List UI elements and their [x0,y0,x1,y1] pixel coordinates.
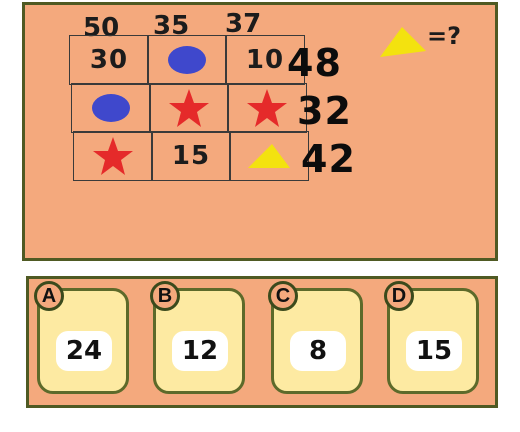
option-letter: C [268,281,298,311]
answers-panel: A 24 B 12 C 8 D 15 [26,276,498,408]
red-star-icon [247,89,287,127]
grid-cell-r2c1 [71,83,151,133]
column-sum-1: 50 [83,13,120,43]
option-value: 8 [290,331,346,371]
blue-circle-icon [92,94,130,122]
question-text: =? [427,22,462,50]
grid-cell-r2c2 [149,83,229,133]
question-triangle-icon [380,27,426,57]
option-value: 15 [406,331,462,371]
grid-cell-r3c1 [73,131,153,181]
yellow-triangle-icon [248,144,290,168]
red-star-icon [93,137,133,175]
column-sum-2: 35 [153,11,190,41]
grid-cell-r1c2 [147,35,227,85]
red-star-icon [169,89,209,127]
puzzle-board: 50 35 37 30 10 [22,2,498,261]
row-sum-2: 32 [297,89,352,133]
option-letter: D [384,281,414,311]
grid-cell-r1c1: 30 [69,35,149,85]
cell-number: 15 [171,141,211,171]
grid-cell-r1c3: 10 [225,35,305,85]
blue-circle-icon [168,46,206,74]
column-sum-3: 37 [225,9,262,39]
option-d-card[interactable]: D 15 [384,281,479,394]
option-a-card[interactable]: A 24 [34,281,129,394]
row-sum-1: 48 [287,41,342,85]
grid-cell-r3c3 [229,131,309,181]
puzzle-grid: 30 10 15 [69,35,309,181]
option-c-card[interactable]: C 8 [268,281,363,394]
option-letter: B [150,281,180,311]
cell-number: 10 [245,45,285,75]
option-b-card[interactable]: B 12 [150,281,245,394]
option-value: 24 [56,331,112,371]
row-sum-3: 42 [301,137,356,181]
grid-cell-r2c3 [227,83,307,133]
cell-number: 30 [89,45,129,75]
option-value: 12 [172,331,228,371]
option-letter: A [34,281,64,311]
grid-cell-r3c2: 15 [151,131,231,181]
